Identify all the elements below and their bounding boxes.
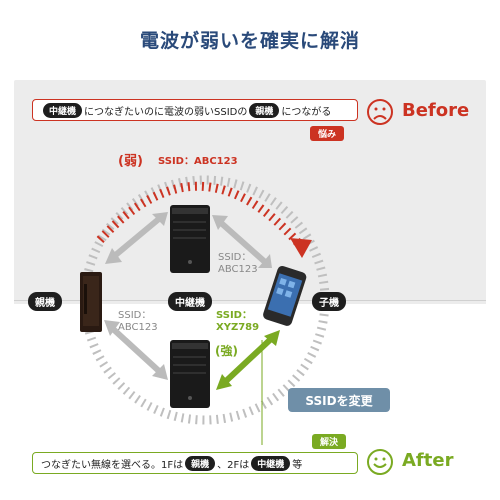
before-label: Before bbox=[402, 100, 470, 121]
weak-arrow-head bbox=[290, 238, 312, 258]
repeater-device-bottom bbox=[170, 340, 210, 408]
weak-label: (弱) bbox=[118, 154, 143, 169]
worry-tag: 悩み bbox=[310, 126, 345, 141]
happy-face-icon bbox=[367, 449, 393, 475]
smartphone-device bbox=[263, 265, 307, 326]
before-text-end: につながる bbox=[281, 106, 332, 118]
change-ssid-button[interactable]: SSIDを変更 bbox=[288, 388, 390, 412]
after-text: つなぎたい無線を選べる。1Fは bbox=[41, 459, 184, 471]
parent-chip-after: 親機 bbox=[185, 455, 216, 471]
repeater-chip-after: 中継機 bbox=[251, 455, 291, 471]
before-problem-bubble: 中継機 につなぎたいのに電波の弱いSSIDの 親機 につながる bbox=[32, 99, 358, 121]
after-text-mid: 、2Fは bbox=[217, 459, 250, 471]
after-label: After bbox=[402, 450, 454, 471]
sad-face-icon bbox=[367, 99, 393, 125]
link-arrow-left-top bbox=[110, 215, 162, 261]
ssid-right: SSID： XYZ789 bbox=[216, 310, 260, 333]
link-arrow-left-bottom bbox=[109, 325, 163, 375]
strong-signal-arrow bbox=[222, 335, 275, 385]
weak-signal-arc bbox=[96, 181, 304, 248]
child-label: 子機 bbox=[312, 292, 346, 311]
repeater-device-top bbox=[170, 205, 210, 273]
ssid-left: SSID： ABC123 bbox=[118, 310, 158, 333]
link-arrow-right-top bbox=[218, 219, 267, 265]
repeater-label: 中継機 bbox=[168, 292, 212, 311]
divider-line bbox=[14, 300, 486, 301]
weak-ssid: SSID：ABC123 bbox=[158, 156, 238, 167]
parent-router-device bbox=[80, 272, 102, 332]
after-text-end: 等 bbox=[292, 459, 303, 471]
parent-label: 親機 bbox=[28, 292, 62, 311]
solution-tag: 解決 bbox=[312, 434, 347, 449]
after-solution-bubble: つなぎたい無線を選べる。1Fは 親機 、2Fは 中継機 等 bbox=[32, 452, 358, 474]
repeater-chip: 中継機 bbox=[43, 102, 83, 118]
page-title: 電波が弱いを確実に解消 bbox=[139, 30, 360, 52]
strong-label: (強) bbox=[215, 344, 238, 358]
parent-chip: 親機 bbox=[249, 102, 280, 118]
ssid-top: SSID： ABC123 bbox=[218, 252, 258, 275]
before-text: につなぎたいのに電波の弱いSSIDの bbox=[84, 106, 248, 118]
